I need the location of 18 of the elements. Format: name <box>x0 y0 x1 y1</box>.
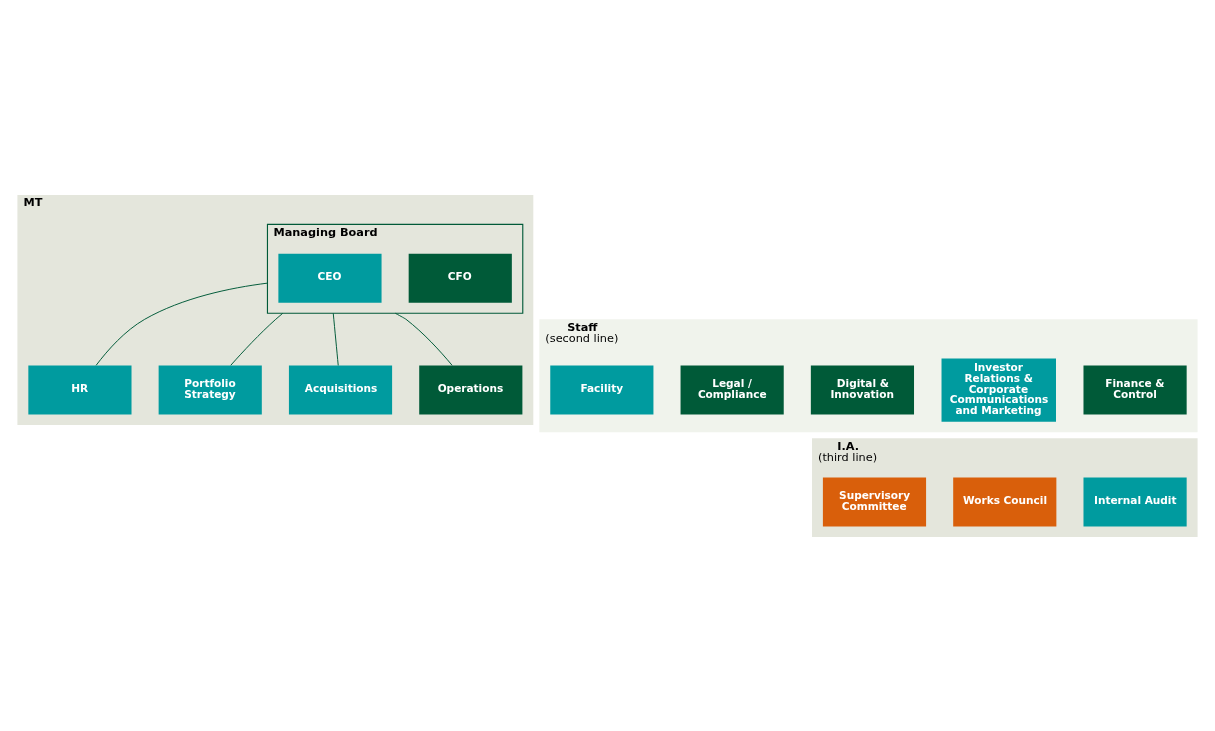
node-box: Internal Audit <box>1083 476 1187 526</box>
node-box: Facility <box>550 365 654 415</box>
node-box: Supervisory Committee <box>822 476 927 526</box>
node-box: Digital & Innovation <box>810 365 915 415</box>
node-box: Investor Relations & Corporate Communications and Marketing <box>941 357 1056 422</box>
connector <box>332 312 339 366</box>
connector <box>95 282 268 366</box>
node-box: Acquisitions <box>288 365 393 415</box>
node-box: Works Council <box>953 476 1057 526</box>
node-box: HR <box>28 365 132 415</box>
node-box: CFO <box>408 253 512 303</box>
connector <box>394 312 453 366</box>
node-box: CEO <box>278 253 382 303</box>
node-box: Legal / Compliance <box>680 365 784 415</box>
node-box: Finance & Control <box>1083 365 1187 415</box>
node-box: Operations <box>419 365 523 415</box>
connector <box>230 312 284 366</box>
node-box: Portfolio Strategy <box>158 365 262 415</box>
